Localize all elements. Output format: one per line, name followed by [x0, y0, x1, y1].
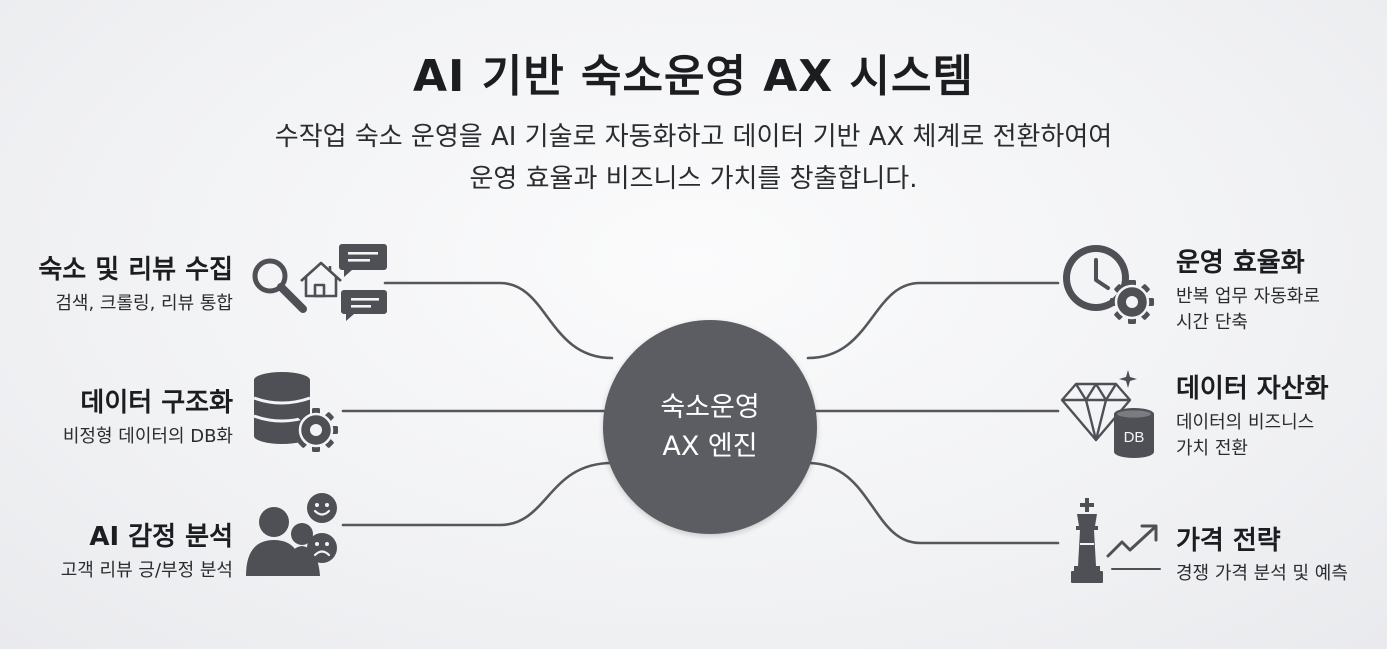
hub-circle: 숙소운영 AX 엔진: [603, 320, 817, 534]
diagram-title: AI 기반 숙소운영 AX 시스템: [413, 51, 974, 102]
diamond-icon: [1060, 382, 1132, 442]
node-asset-title: 데이터 자산화: [1176, 374, 1329, 404]
house-icon: [300, 261, 342, 298]
structure-icons: [253, 372, 338, 452]
gear-icon: [294, 408, 338, 452]
node-efficiency-desc-2: 시간 단축: [1176, 312, 1248, 333]
clock-icon: [1063, 245, 1129, 311]
hub-label-line1: 숙소운영: [660, 391, 760, 423]
hub-label-line2: AX 엔진: [662, 431, 758, 462]
node-pricing-title: 가격 전략: [1176, 526, 1281, 556]
sentiment-icons: [246, 493, 337, 576]
node-structure-desc: 비정형 데이터의 DB화: [62, 426, 233, 447]
connector-left-3: [341, 461, 614, 527]
node-sentiment-title: AI 감정 분석: [89, 522, 233, 552]
node-efficiency-desc-1: 반복 업무 자동화로: [1176, 286, 1320, 307]
node-asset-desc-2: 가치 전환: [1176, 438, 1248, 459]
node-collect-desc: 검색, 크롤링, 리뷰 통합: [55, 293, 233, 314]
frown-icon: [307, 533, 337, 563]
efficiency-icons: [1063, 245, 1154, 324]
subtitle-line-2: 운영 효율과 비즈니스 가치를 창출합니다.: [469, 164, 918, 194]
magnifier-icon: [252, 258, 307, 313]
node-pricing-desc: 경쟁 가격 분석 및 예측: [1176, 563, 1348, 584]
smile-icon: [307, 493, 337, 523]
node-asset-desc-1: 데이터의 비즈니스: [1176, 412, 1315, 433]
connector-right-1: [806, 281, 1060, 360]
trend-up-icon: [1106, 524, 1161, 570]
db-label: DB: [1124, 429, 1145, 446]
gear-icon: [1110, 280, 1154, 324]
sparkle-icon: [1119, 370, 1137, 388]
node-collect-title: 숙소 및 리뷰 수집: [38, 255, 233, 285]
subtitle-line-1: 수작업 숙소 운영을 AI 기술로 자동화하고 데이터 기반 AX 체계로 전환…: [274, 122, 1113, 152]
connector-right-3: [806, 461, 1060, 545]
node-efficiency-title: 운영 효율화: [1176, 248, 1305, 278]
chat-bubble-icon: [339, 244, 387, 321]
database-icon: DB: [1114, 408, 1154, 458]
asset-icons: DB: [1060, 370, 1154, 458]
connector-left-1: [383, 281, 614, 360]
pricing-icons: [1071, 498, 1161, 583]
node-structure-title: 데이터 구조화: [80, 388, 233, 418]
node-sentiment-desc: 고객 리뷰 긍/부정 분석: [60, 560, 233, 581]
chess-king-icon: [1071, 498, 1103, 583]
collect-icons: [252, 244, 387, 321]
